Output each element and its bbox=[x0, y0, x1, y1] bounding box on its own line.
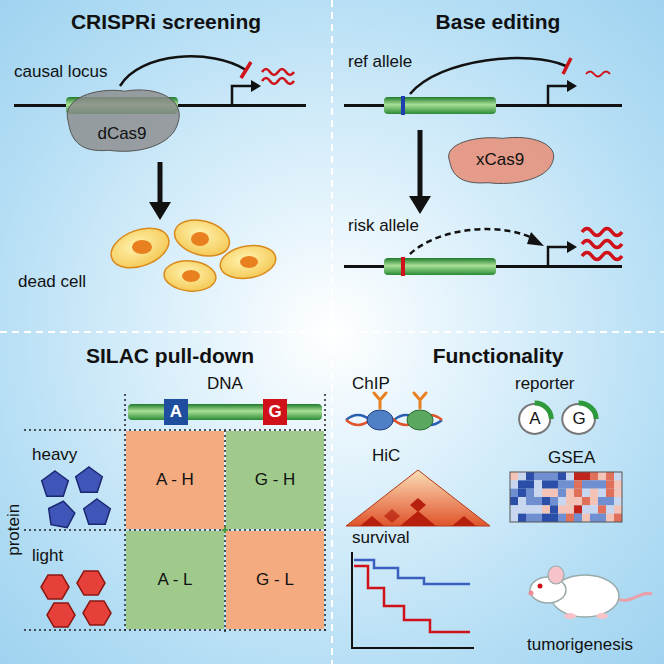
grid-cell: A - H bbox=[126, 431, 224, 529]
protein-blob: dCas9 bbox=[58, 84, 186, 156]
assay-label: ChIP bbox=[352, 374, 390, 394]
locus-label: causal locus bbox=[14, 62, 108, 82]
protein-blob: xCas9 bbox=[440, 133, 560, 187]
node-text: xCas9 bbox=[476, 150, 524, 170]
node-text: G bbox=[572, 409, 585, 429]
node-text: dCas9 bbox=[97, 124, 146, 144]
node-text: A - L bbox=[158, 570, 193, 590]
assay-label: tumorigenesis bbox=[527, 635, 633, 655]
assay-label: survival bbox=[352, 528, 410, 548]
allele-label: risk allele bbox=[348, 216, 419, 236]
axis-label: protein bbox=[4, 504, 24, 556]
grid-cell: G - H bbox=[226, 431, 324, 529]
grid-cell: A - L bbox=[126, 531, 224, 629]
panel-heading: SILAC pull-down bbox=[86, 344, 254, 368]
grid-cell: G - L bbox=[226, 531, 324, 629]
base-square: G bbox=[263, 399, 287, 425]
panel-heading: Functionality bbox=[433, 344, 564, 368]
node-text: A bbox=[170, 402, 182, 422]
row-label: light bbox=[32, 546, 63, 566]
cell-label: dead cell bbox=[18, 272, 86, 292]
node-text: A - H bbox=[156, 470, 194, 490]
row-label: heavy bbox=[32, 445, 77, 465]
assay-label: HiC bbox=[372, 446, 400, 466]
reporter-plasmid: G bbox=[560, 402, 597, 436]
node-text: G - L bbox=[256, 570, 294, 590]
assay-label: GSEA bbox=[548, 448, 595, 468]
assay-label: reporter bbox=[515, 374, 575, 394]
blob-outline bbox=[58, 84, 186, 156]
axis-label: DNA bbox=[207, 374, 243, 394]
allele-label: ref allele bbox=[348, 52, 412, 72]
panel-heading: CRISPRi screening bbox=[71, 10, 261, 34]
base-square: A bbox=[164, 399, 188, 425]
panel-heading: Base editing bbox=[436, 10, 561, 34]
node-text: A bbox=[529, 409, 540, 429]
node-text: G bbox=[268, 402, 281, 422]
node-text: G - H bbox=[255, 470, 296, 490]
reporter-plasmid: A bbox=[517, 402, 552, 436]
